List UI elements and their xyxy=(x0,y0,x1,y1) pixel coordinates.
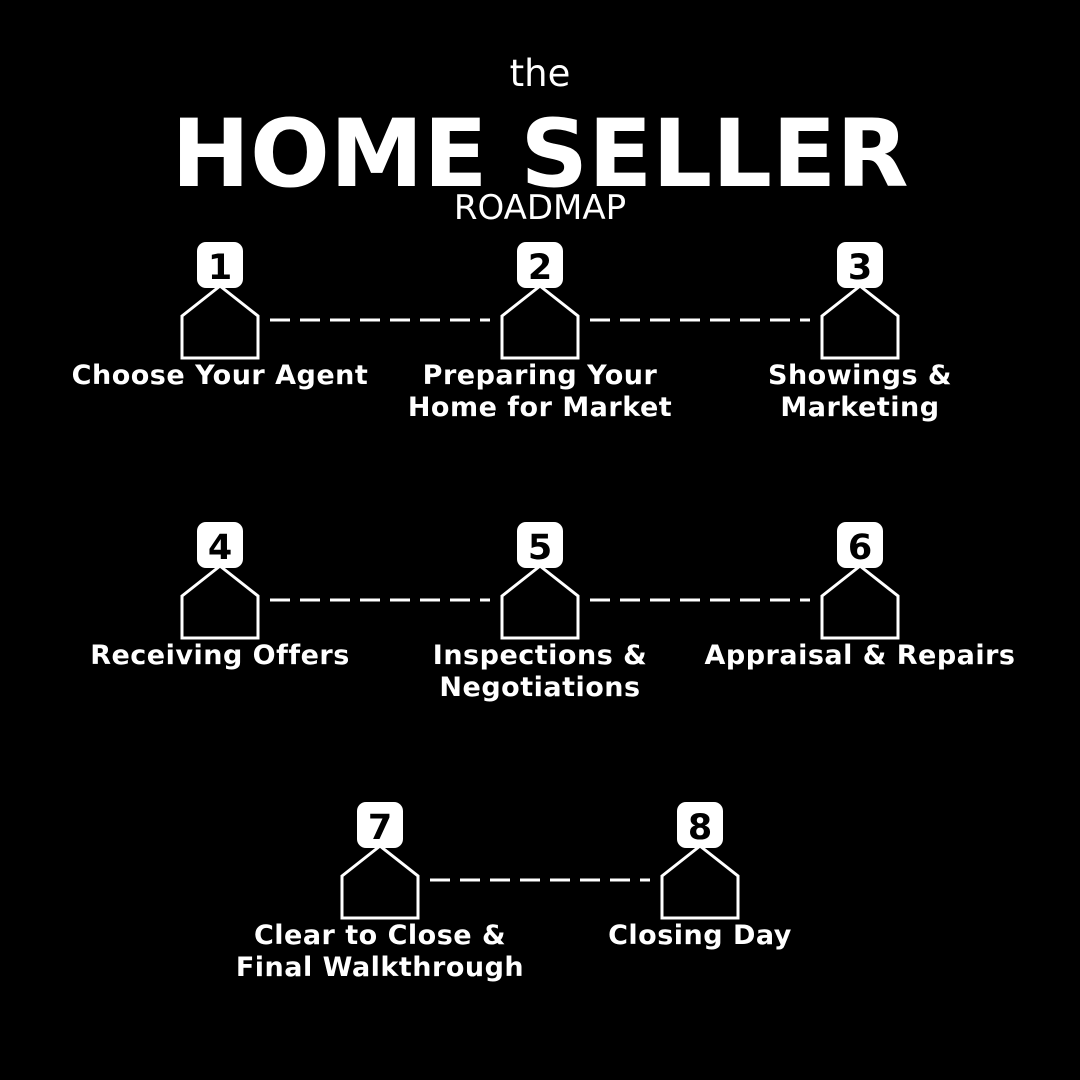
house-icon xyxy=(180,284,260,360)
house-icon xyxy=(820,564,900,640)
house-icon xyxy=(500,284,580,360)
step-number-badge: 5 xyxy=(517,522,563,568)
step-label: Preparing Your Home for Market xyxy=(407,360,673,423)
house-icon xyxy=(180,564,260,640)
title-prefix: the xyxy=(509,52,571,95)
step-label: Showings & Marketing xyxy=(768,360,952,423)
house-icon xyxy=(660,844,740,920)
step-4: 4 Receiving Offers xyxy=(60,522,380,722)
page-title: HOME SELLER xyxy=(171,100,909,209)
step-3: 3 Showings & Marketing xyxy=(700,242,1020,442)
step-label: Receiving Offers xyxy=(90,640,350,671)
step-6: 6 Appraisal & Repairs xyxy=(700,522,1020,722)
step-label: Clear to Close & Final Walkthrough xyxy=(235,920,525,983)
house-icon xyxy=(340,844,420,920)
step-1: 1 Choose Your Agent xyxy=(60,242,380,442)
step-5: 5 Inspections & Negotiations xyxy=(380,522,700,722)
step-2: 2 Preparing Your Home for Market xyxy=(380,242,700,442)
step-number-badge: 4 xyxy=(197,522,243,568)
house-icon xyxy=(500,564,580,640)
step-label: Inspections & Negotiations xyxy=(432,640,648,703)
step-number-badge: 7 xyxy=(357,802,403,848)
step-label: Choose Your Agent xyxy=(71,360,369,391)
step-8: 8 Closing Day xyxy=(540,802,860,1002)
house-icon xyxy=(820,284,900,360)
step-number-badge: 3 xyxy=(837,242,883,288)
step-number-badge: 8 xyxy=(677,802,723,848)
step-number-badge: 2 xyxy=(517,242,563,288)
step-label: Appraisal & Repairs xyxy=(704,640,1016,671)
step-number-badge: 6 xyxy=(837,522,883,568)
title-subtitle: ROADMAP xyxy=(453,188,627,228)
step-7: 7 Clear to Close & Final Walkthrough xyxy=(220,802,540,1002)
step-number-badge: 1 xyxy=(197,242,243,288)
step-label: Closing Day xyxy=(608,920,792,951)
